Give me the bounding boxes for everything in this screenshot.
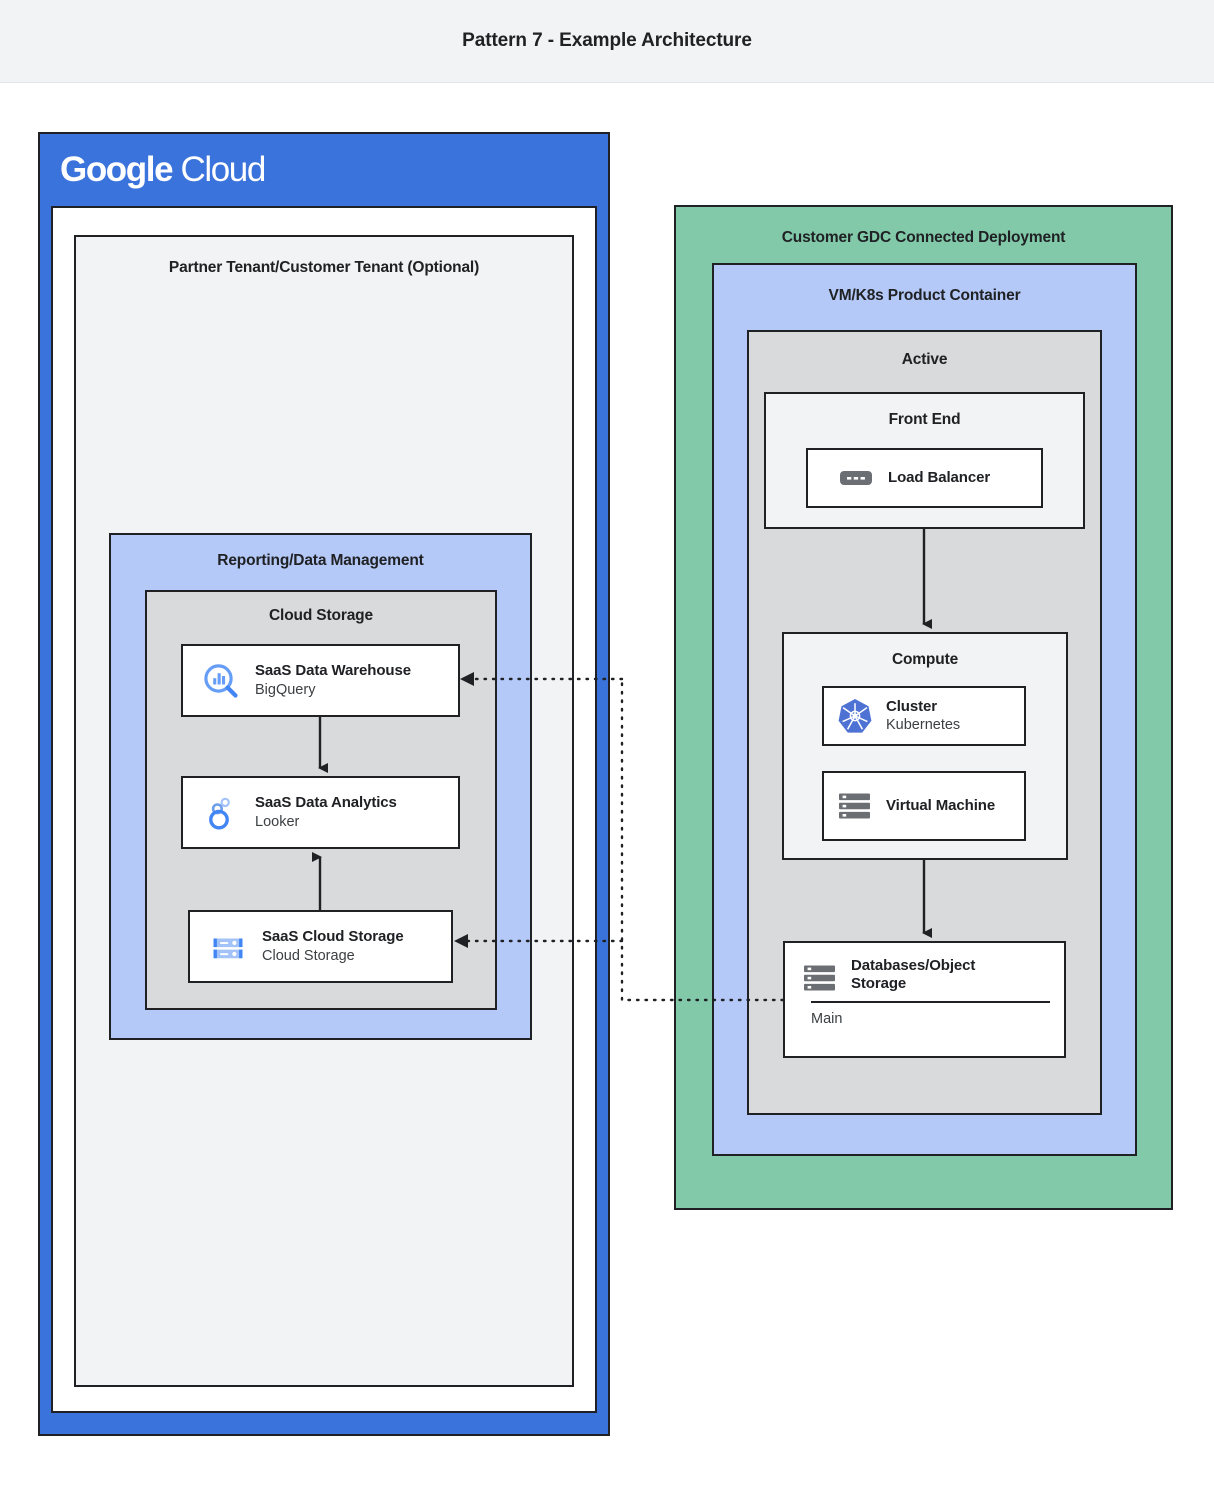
cluster-title: Cluster	[886, 697, 937, 715]
bigquery-icon	[199, 659, 243, 703]
page-header: Pattern 7 - Example Architecture	[0, 0, 1214, 83]
cloud-storage-icon	[206, 925, 250, 969]
saas-cloud-storage-title: SaaS Cloud Storage	[262, 928, 404, 946]
google-cloud-logo: Google Cloud	[60, 150, 266, 190]
google-cloud-logo-google: Google	[60, 150, 174, 189]
kubernetes-icon	[834, 695, 876, 737]
partner-tenant-label: Partner Tenant/Customer Tenant (Optional…	[168, 259, 480, 276]
databases-object-storage-title: Databases/Object Storage	[851, 957, 976, 993]
cloud-storage-group-label: Cloud Storage	[269, 607, 373, 624]
active-label: Active	[901, 351, 948, 368]
saas-data-analytics-subtitle: Looker	[255, 813, 300, 830]
looker-icon	[199, 791, 243, 835]
customer-gdc-label: Customer GDC Connected Deployment	[781, 229, 1066, 246]
compute-label: Compute	[891, 651, 959, 668]
front-end-label: Front End	[888, 411, 961, 428]
databases-object-storage-node[interactable]: Databases/Object Storage Main	[783, 941, 1066, 1058]
load-balancer-title: Load Balancer	[888, 468, 991, 486]
database-icon	[799, 957, 841, 999]
saas-cloud-storage-node[interactable]: SaaS Cloud Storage Cloud Storage	[188, 910, 453, 983]
page-title: Pattern 7 - Example Architecture	[462, 30, 752, 51]
saas-data-analytics-title: SaaS Data Analytics	[255, 794, 397, 812]
virtual-machine-node[interactable]: Virtual Machine	[822, 771, 1026, 841]
databases-divider	[811, 1001, 1050, 1003]
load-balancer-icon	[838, 459, 876, 497]
google-cloud-logo-cloud: Cloud	[180, 150, 266, 189]
saas-cloud-storage-subtitle: Cloud Storage	[262, 947, 355, 964]
saas-data-warehouse-subtitle: BigQuery	[255, 681, 316, 698]
saas-data-warehouse-node[interactable]: SaaS Data Warehouse BigQuery	[181, 644, 460, 717]
virtual-machine-icon	[834, 785, 876, 827]
reporting-data-management-label: Reporting/Data Management	[217, 552, 424, 569]
vm-k8s-product-container-label: VM/K8s Product Container	[828, 287, 1021, 304]
virtual-machine-title: Virtual Machine	[886, 796, 996, 814]
saas-data-warehouse-title: SaaS Data Warehouse	[255, 662, 411, 680]
databases-main-label: Main	[811, 1011, 843, 1027]
load-balancer-node[interactable]: Load Balancer	[806, 448, 1043, 508]
cluster-kubernetes-node[interactable]: Cluster Kubernetes	[822, 686, 1026, 746]
saas-data-analytics-node[interactable]: SaaS Data Analytics Looker	[181, 776, 460, 849]
cluster-subtitle: Kubernetes	[886, 717, 961, 734]
